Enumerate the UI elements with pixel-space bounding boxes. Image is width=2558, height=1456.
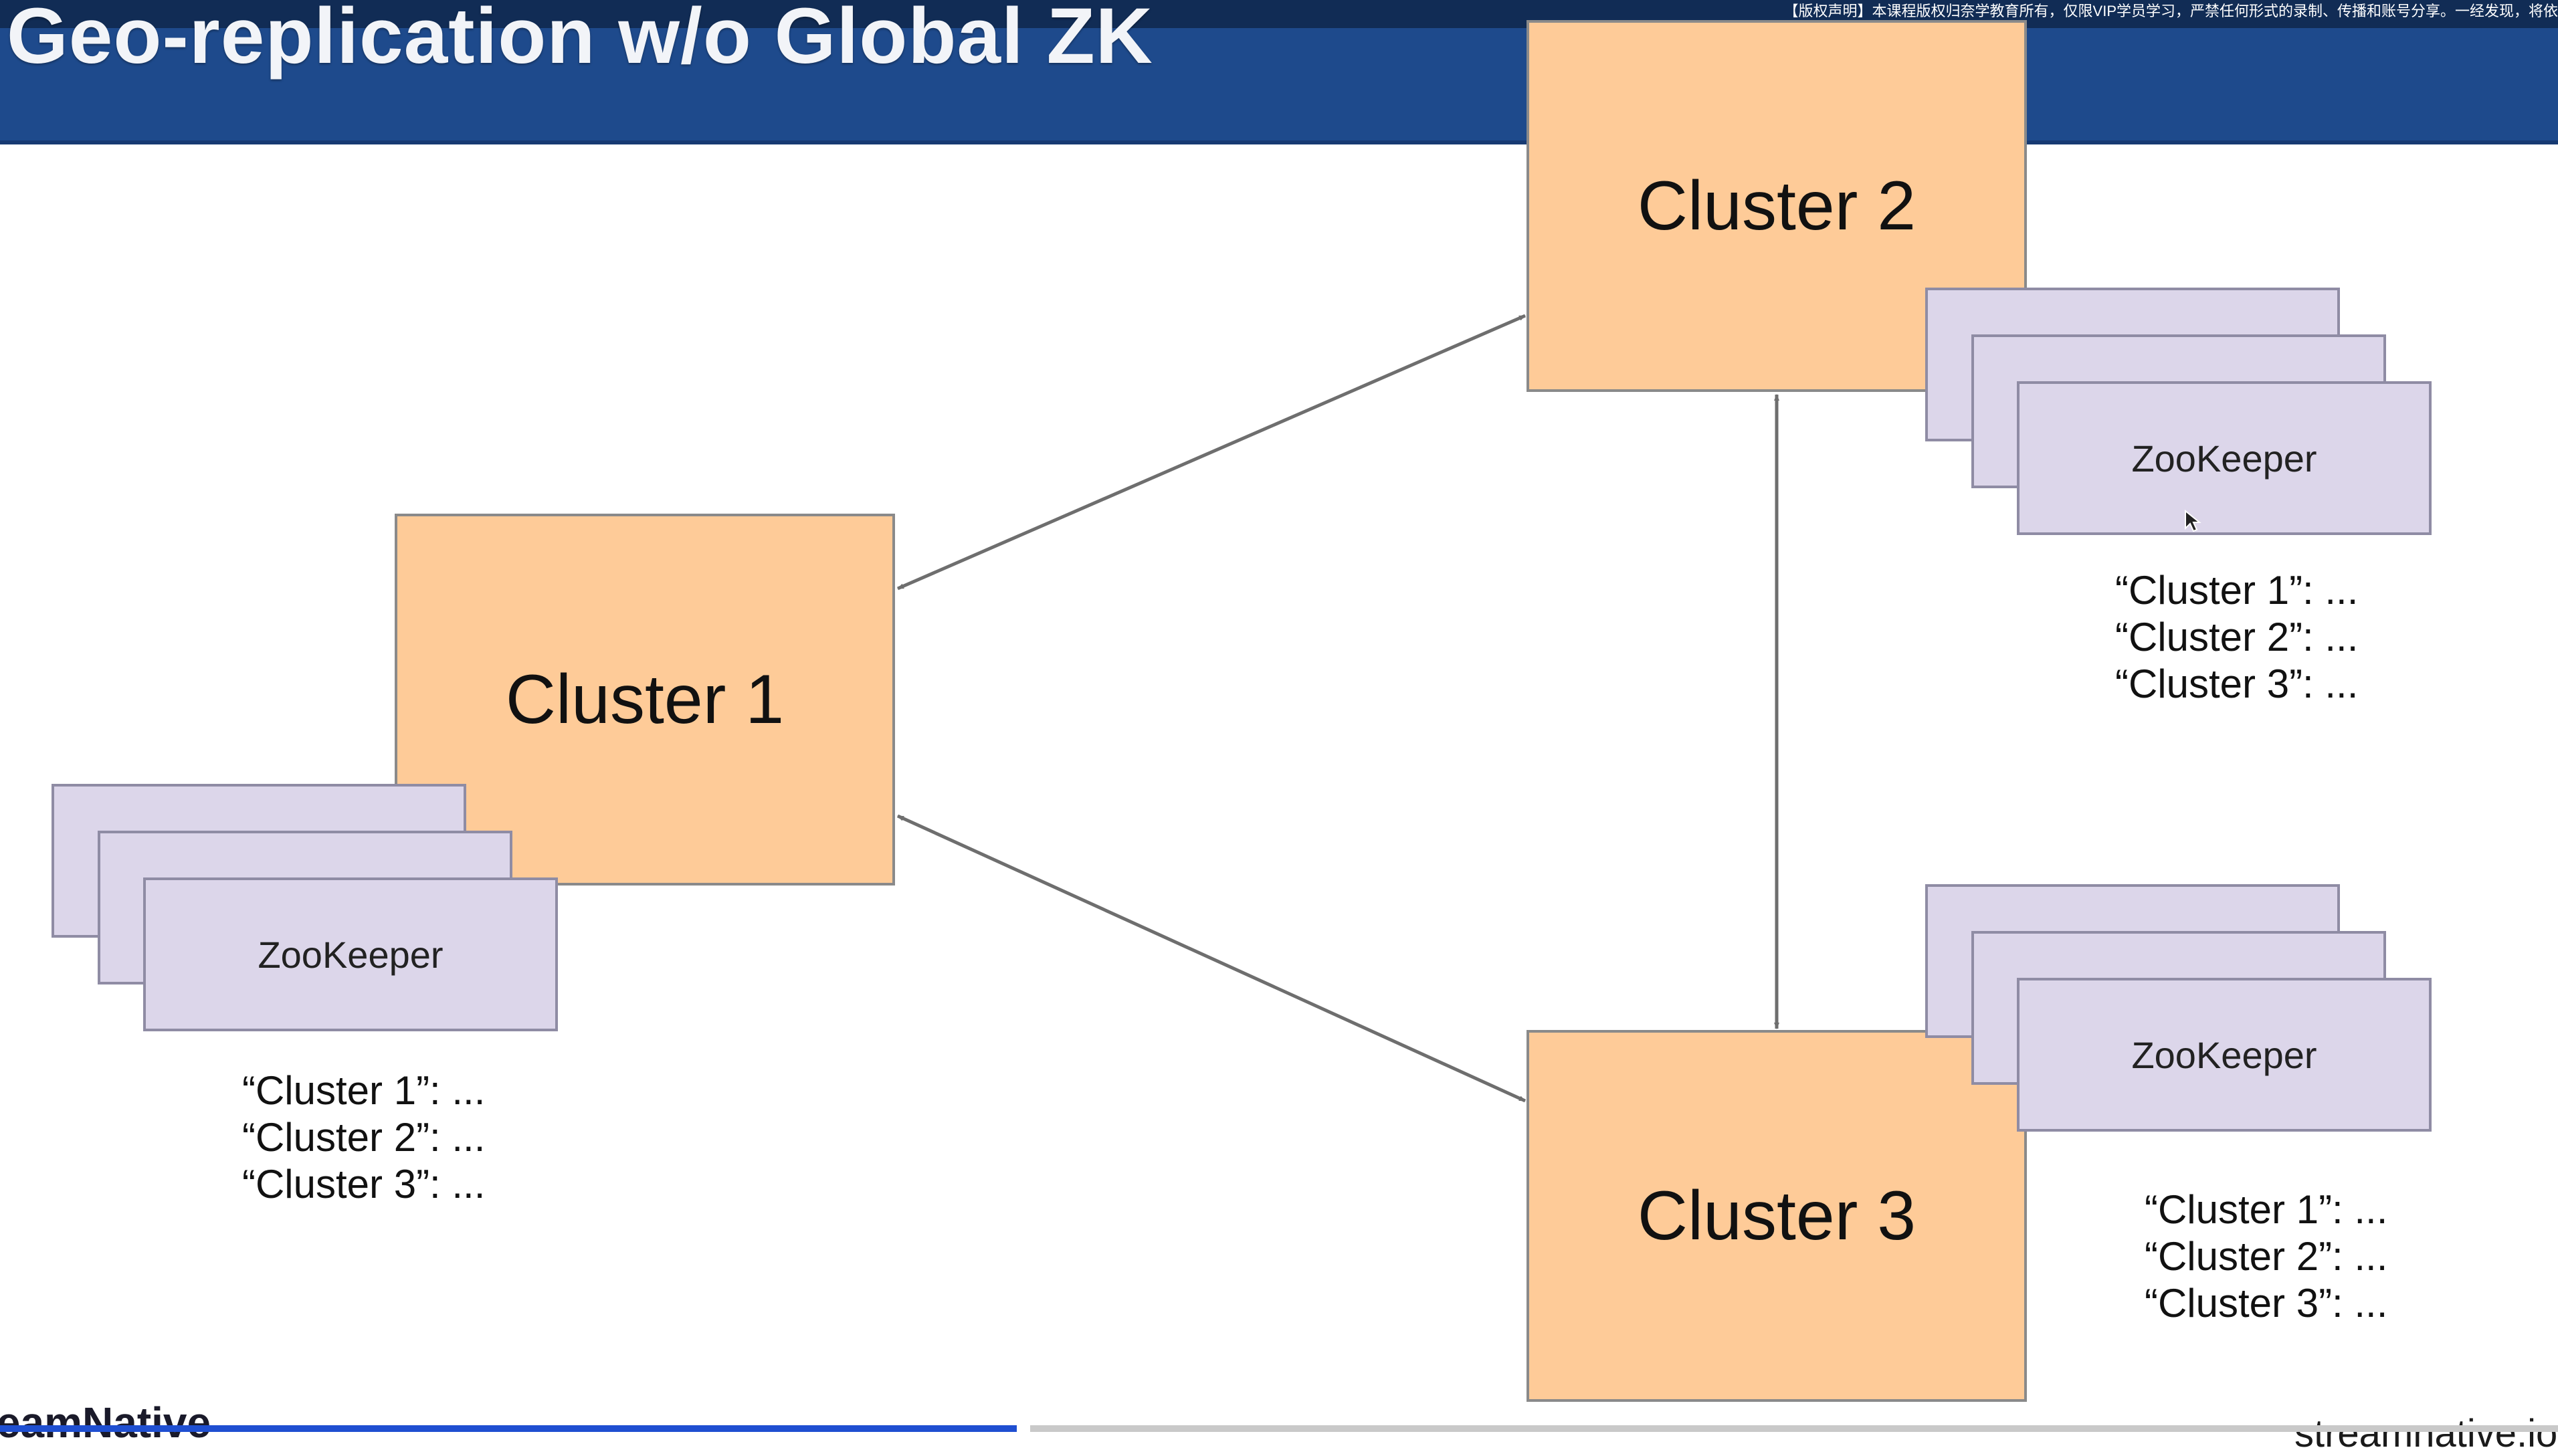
link-cluster1-cluster2: [897, 314, 1526, 591]
cluster-3-label: Cluster 3: [1637, 1176, 1916, 1255]
zookeeper-node-2: ZooKeeper: [2017, 381, 2432, 535]
link-cluster1-cluster3: [896, 814, 1527, 1103]
metadata-entry: “Cluster 2”: ...: [2115, 615, 2359, 659]
metadata-entry: “Cluster 3”: ...: [2115, 661, 2359, 706]
copyright-notice: 【版权声明】本课程版权归奈学教育所有，仅限VIP学员学习，严禁任何形式的录制、传…: [1783, 3, 2558, 19]
zookeeper-3-label: ZooKeeper: [2131, 1033, 2317, 1076]
cluster-1-label: Cluster 1: [505, 660, 785, 738]
metadata-entry: “Cluster 1”: ...: [242, 1068, 486, 1113]
zookeeper-1-metadata: “Cluster 1”: ... “Cluster 2”: ... “Clust…: [242, 1067, 485, 1208]
metadata-entry: “Cluster 1”: ...: [2115, 568, 2359, 613]
notice-strip: 【版权声明】本课程版权归奈学教育所有，仅限VIP学员学习，严禁任何形式的录制、传…: [0, 0, 2558, 28]
metadata-entry: “Cluster 1”: ...: [2145, 1187, 2388, 1232]
slide-title: Geo-replication w/o Global ZK: [7, 0, 1153, 80]
mouse-cursor-icon: [2185, 510, 2201, 532]
footer-brand: reamNative: [0, 1398, 211, 1447]
zookeeper-1-label: ZooKeeper: [258, 933, 444, 976]
metadata-entry: “Cluster 3”: ...: [2145, 1281, 2388, 1326]
footer-url: streamnative.io: [2294, 1412, 2558, 1455]
progress-bar-remaining[interactable]: [1030, 1425, 2558, 1432]
zookeeper-node-1: ZooKeeper: [143, 877, 558, 1031]
zookeeper-3-metadata: “Cluster 1”: ... “Cluster 2”: ... “Clust…: [2145, 1186, 2387, 1327]
cluster-3-box: Cluster 3: [1527, 1030, 2027, 1402]
progress-bar-played[interactable]: [0, 1425, 1017, 1432]
metadata-entry: “Cluster 2”: ...: [242, 1115, 486, 1160]
title-bar: 【版权声明】本课程版权归奈学教育所有，仅限VIP学员学习，严禁任何形式的录制、传…: [0, 0, 2558, 144]
zookeeper-node-3: ZooKeeper: [2017, 978, 2432, 1132]
metadata-entry: “Cluster 2”: ...: [2145, 1234, 2388, 1279]
metadata-entry: “Cluster 3”: ...: [242, 1162, 486, 1207]
zookeeper-2-metadata: “Cluster 1”: ... “Cluster 2”: ... “Clust…: [2115, 567, 2358, 708]
cluster-1-box: Cluster 1: [395, 514, 895, 886]
cluster-2-label: Cluster 2: [1637, 167, 1916, 245]
zookeeper-2-label: ZooKeeper: [2131, 437, 2317, 480]
